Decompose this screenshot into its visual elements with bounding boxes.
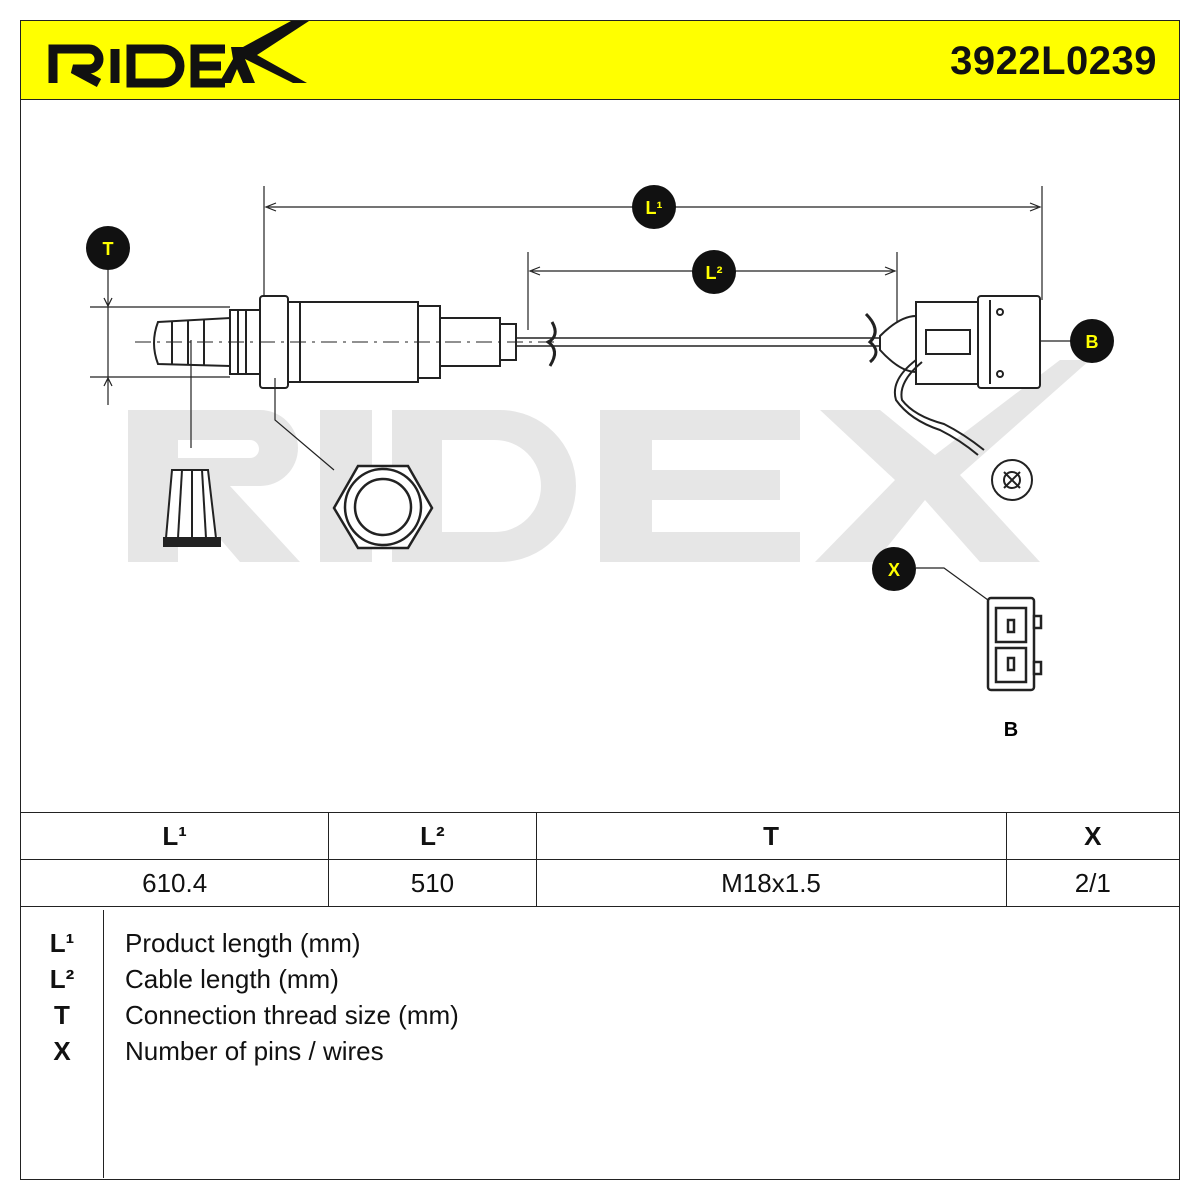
svg-text:T: T (103, 239, 114, 259)
callout-l1: L¹ (632, 185, 676, 229)
legend-item: L² Cable length (mm) (21, 964, 1171, 1000)
legend-desc: Connection thread size (mm) (125, 1000, 459, 1030)
legend: L¹ Product length (mm) L² Cable length (… (20, 910, 1180, 1180)
legend-key: T (54, 1000, 70, 1030)
spec-table: L¹ L² T X 610.4 510 M18x1.5 2/1 (19, 812, 1181, 907)
spec-header-x: X (1005, 812, 1181, 860)
svg-text:L²: L² (706, 263, 723, 283)
legend-desc: Product length (mm) (125, 928, 361, 958)
ridex-watermark (128, 360, 1090, 562)
spec-value-l2: 510 (328, 859, 537, 907)
svg-text:L¹: L¹ (646, 198, 663, 218)
spec-value-row: 610.4 510 M18x1.5 2/1 (19, 859, 1181, 907)
spec-value-x: 2/1 (1005, 859, 1181, 907)
protective-cap-detail (163, 469, 221, 547)
svg-text:B: B (1086, 332, 1099, 352)
legend-desc: Cable length (mm) (125, 964, 339, 994)
sensor-diagram: B L¹ L² T B X (86, 185, 1114, 741)
cable-connector (879, 295, 1041, 501)
legend-key: L² (49, 964, 75, 994)
legend-item: X Number of pins / wires (21, 1036, 1171, 1072)
spec-value-l1: 610.4 (19, 859, 330, 907)
oxygen-sensor-body (135, 295, 880, 389)
callout-t: T (86, 226, 130, 270)
ridex-logo (48, 21, 309, 88)
callout-l2: L² (692, 250, 736, 294)
header-bar: 3922L0239 (20, 20, 1180, 100)
spec-value-t: M18x1.5 (535, 859, 1007, 907)
dimension-t (90, 270, 230, 405)
legend-item: L¹ Product length (mm) (21, 928, 1171, 964)
legend-divider (103, 910, 104, 1178)
legend-key: L¹ (49, 928, 75, 958)
hex-nut-detail (332, 464, 434, 550)
spec-header-l2: L² (328, 812, 537, 860)
legend-key: X (53, 1036, 71, 1066)
part-number: 3922L0239 (950, 39, 1157, 83)
spec-header-t: T (535, 812, 1007, 860)
spec-header-row: L¹ L² T X (19, 812, 1181, 860)
callout-b: B (1040, 319, 1114, 363)
connector-pin-detail (986, 596, 1043, 692)
svg-text:X: X (888, 560, 900, 580)
connector-label: B (1004, 719, 1018, 741)
legend-item: T Connection thread size (mm) (21, 1000, 1171, 1036)
callout-x: X (872, 547, 916, 591)
leader-lines (190, 340, 989, 601)
spec-header-l1: L¹ (19, 812, 330, 860)
legend-desc: Number of pins / wires (125, 1036, 384, 1066)
